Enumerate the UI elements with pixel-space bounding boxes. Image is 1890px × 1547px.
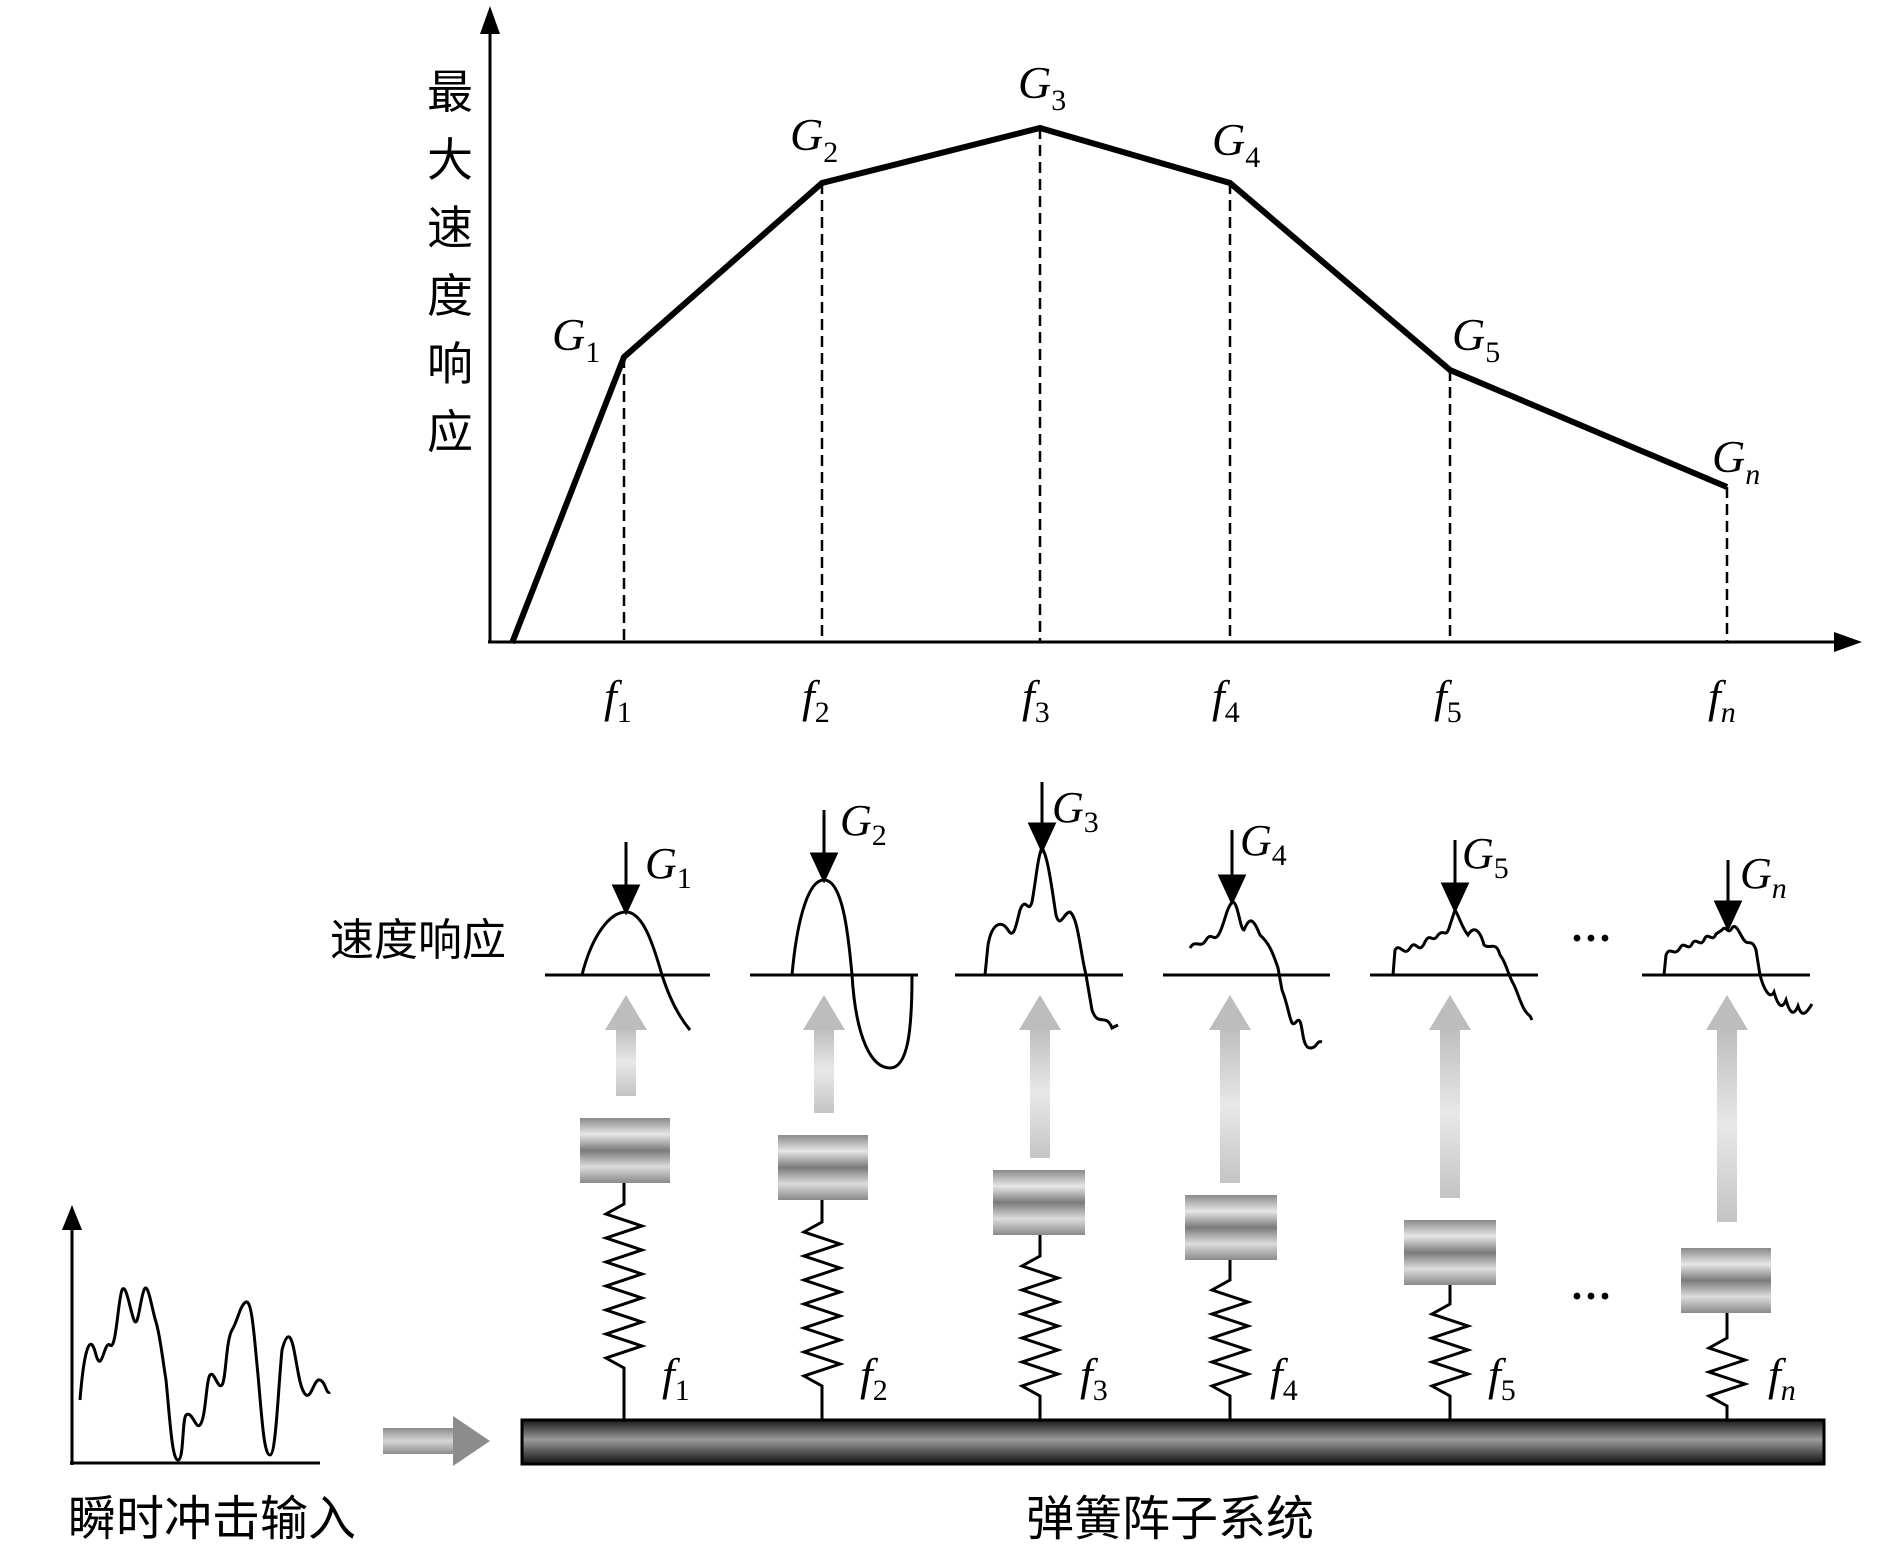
spring-label-f2: f2 (860, 1349, 888, 1407)
peak-pointer-1 (611, 842, 641, 916)
peak-label-g2: G2 (790, 109, 838, 169)
peak-label-g5: G5 (1452, 309, 1500, 369)
peak-pointers (611, 782, 1743, 932)
tick-label-fn: fn (1708, 671, 1736, 729)
y-axis-label: 最 大 速 度 响 应 (427, 65, 473, 459)
response-ellipsis: ··· (1570, 916, 1612, 962)
mass-2 (778, 1135, 868, 1200)
response-label-g5: G5 (1462, 829, 1509, 885)
response-waveforms (580, 845, 1814, 1070)
impact-input: 瞬时冲击输入 (62, 1205, 490, 1547)
response-label-g2: G2 (840, 796, 887, 852)
peak-pointer-4 (1217, 830, 1247, 906)
mass-1 (580, 1118, 670, 1183)
peak-pointer-2 (809, 810, 839, 884)
peak-label-g1: G1 (552, 309, 600, 369)
base-bar (520, 1418, 1826, 1466)
peak-pointer-n (1713, 860, 1743, 932)
waveform-3 (983, 845, 1119, 1031)
y-axis-label-char: 应 (427, 405, 473, 459)
velocity-response-label: 速度响应 (330, 915, 506, 966)
input-y-arrowhead (62, 1205, 82, 1230)
tick-label-f2: f2 (802, 671, 830, 729)
mass-5 (1404, 1220, 1496, 1285)
response-peak-labels: G1 G2 G3 G4 G5 Gn (645, 783, 1787, 905)
peak-pointer-5 (1440, 840, 1470, 914)
tick-label-f3: f3 (1022, 671, 1050, 729)
springs (601, 1183, 1750, 1428)
mass-n (1681, 1248, 1771, 1313)
spring-3 (1017, 1235, 1063, 1428)
input-arrow (383, 1416, 490, 1466)
spring-label-f5: f5 (1488, 1349, 1516, 1407)
velocity-response-row: 速度响应 G1 (330, 782, 1814, 1070)
spring-array: f1 f2 f3 f4 f5 fn ··· 弹簧阵子系统 (520, 1118, 1826, 1547)
spring-n (1704, 1313, 1750, 1428)
transfer-arrow-5 (1429, 995, 1471, 1198)
tick-label-f1: f1 (604, 671, 632, 729)
mass-3 (993, 1170, 1085, 1235)
waveform-n (1662, 925, 1814, 1015)
upper-chart: 最 大 速 度 响 应 G1 G2 G3 G4 G5 Gn (427, 6, 1862, 729)
spring-label-f4: f4 (1270, 1349, 1298, 1407)
response-label-g1: G1 (645, 839, 692, 895)
spring-5 (1427, 1285, 1473, 1428)
spring-1 (601, 1183, 647, 1428)
y-axis-label-char: 大 (427, 133, 473, 187)
transfer-arrow-1 (605, 995, 647, 1096)
max-response-curve (509, 124, 1729, 645)
spring-label-f3: f3 (1080, 1349, 1108, 1407)
tick-label-f4: f4 (1212, 671, 1240, 729)
spring-array-label: 弹簧阵子系统 (1026, 1491, 1314, 1547)
transfer-arrow-3 (1019, 995, 1061, 1158)
tick-label-f5: f5 (1434, 671, 1462, 729)
transfer-arrow-n (1706, 995, 1748, 1222)
response-label-g3: G3 (1052, 783, 1099, 839)
frequency-tick-labels: f1 f2 f3 f4 f5 fn (604, 671, 1736, 729)
peak-label-g3: G3 (1018, 57, 1066, 117)
waveform-1 (580, 910, 692, 1031)
y-axis-arrowhead (480, 6, 500, 34)
transfer-arrow-4 (1209, 995, 1251, 1183)
spring-2 (799, 1200, 845, 1428)
peak-pointer-3 (1027, 782, 1057, 854)
response-label-gn: Gn (1740, 849, 1787, 905)
spring-4 (1207, 1260, 1253, 1428)
peak-label-gn: Gn (1712, 431, 1760, 491)
y-axis-label-char: 速 (427, 201, 473, 255)
spring-ellipsis: ··· (1570, 1274, 1612, 1320)
y-axis-label-char: 度 (427, 269, 473, 323)
impact-waveform (78, 1286, 331, 1462)
x-axis-arrowhead (1834, 632, 1862, 652)
peak-label-g4: G4 (1212, 114, 1260, 174)
transfer-arrow-2 (803, 995, 845, 1113)
waveform-5 (1391, 906, 1534, 1021)
spring-label-fn: fn (1768, 1349, 1796, 1407)
response-label-g4: G4 (1240, 816, 1287, 872)
transfer-arrows (605, 995, 1748, 1222)
waveform-4 (1188, 900, 1323, 1050)
impact-input-label: 瞬时冲击输入 (68, 1491, 356, 1547)
peak-labels: G1 G2 G3 G4 G5 Gn (552, 57, 1760, 491)
mass-4 (1185, 1195, 1277, 1260)
waveform-2 (790, 878, 914, 1070)
spring-label-f1: f1 (662, 1349, 690, 1407)
frequency-guides (622, 128, 1729, 642)
y-axis-label-char: 响 (427, 337, 473, 391)
y-axis-label-char: 最 (427, 65, 473, 119)
